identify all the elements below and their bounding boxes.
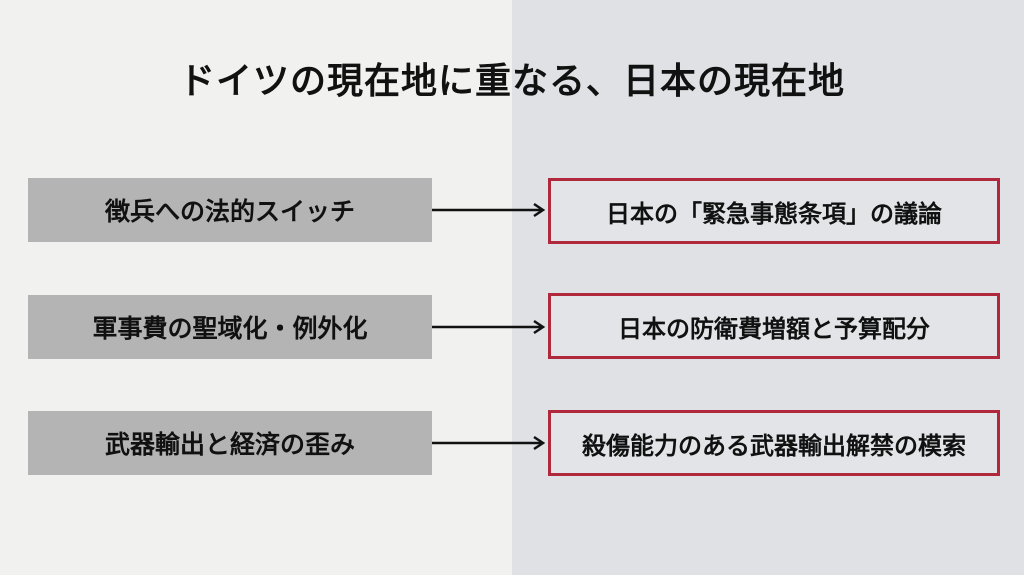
right-panel-background <box>512 0 1024 575</box>
germany-item-1: 徴兵への法的スイッチ <box>28 178 432 242</box>
japan-item-1: 日本の「緊急事態条項」の議論 <box>548 178 1000 244</box>
japan-item-2: 日本の防衛費増額と予算配分 <box>548 293 1000 359</box>
arrow-right-icon <box>432 319 546 335</box>
germany-item-2: 軍事費の聖域化・例外化 <box>28 295 432 359</box>
left-panel-background <box>0 0 512 575</box>
arrow-right-icon <box>432 202 546 218</box>
slide-title: ドイツの現在地に重なる、日本の現在地 <box>178 61 845 102</box>
germany-item-3: 武器輸出と経済の歪み <box>28 411 432 475</box>
japan-item-3: 殺傷能力のある武器輸出解禁の模索 <box>548 410 1000 476</box>
arrow-right-icon <box>432 435 546 451</box>
